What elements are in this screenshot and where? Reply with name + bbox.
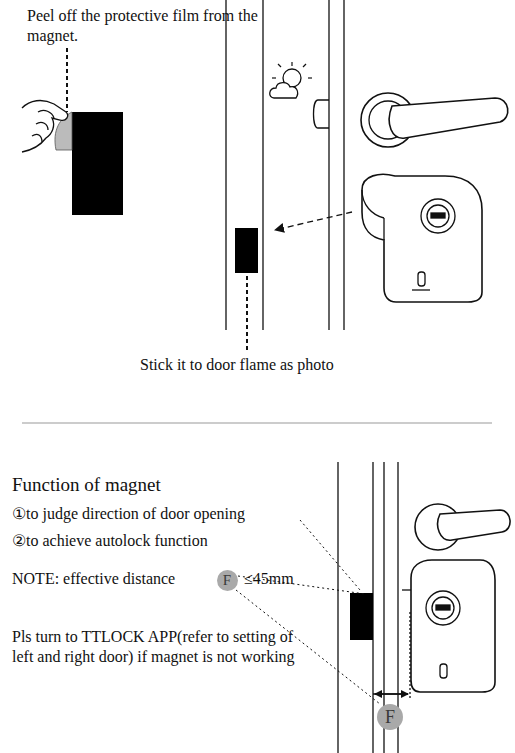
note-text: NOTE: effective distance bbox=[12, 569, 217, 589]
instruction-text: Peel off the protective film from the ma… bbox=[27, 6, 267, 45]
callout-letter: F bbox=[223, 572, 231, 589]
callout-letter: F bbox=[385, 707, 395, 728]
function-item: ②to achieve autolock function bbox=[12, 531, 332, 551]
note-text: Pls turn to TTLOCK APP(refer to setting … bbox=[12, 627, 310, 666]
callout-circle: F bbox=[217, 570, 238, 591]
callout-circle: F bbox=[377, 704, 403, 730]
section-heading: Function of magnet bbox=[12, 473, 272, 496]
function-item: ①to judge direction of door opening bbox=[12, 504, 332, 524]
instruction-text: Stick it to door flame as photo bbox=[140, 355, 440, 375]
dimension-value: ≤45mm bbox=[244, 569, 324, 589]
